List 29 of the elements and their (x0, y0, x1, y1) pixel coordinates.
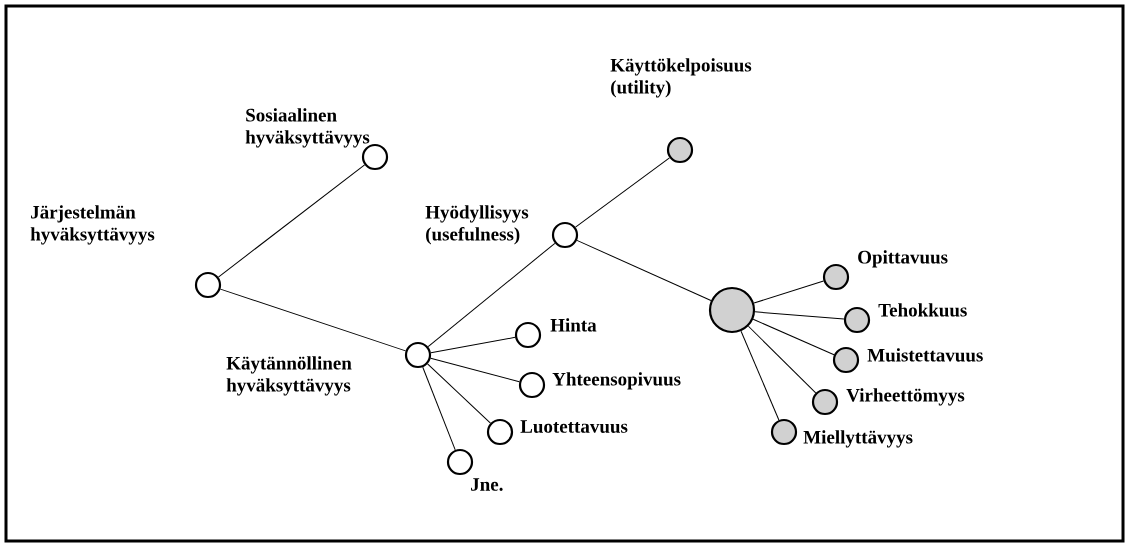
connector-line (427, 363, 491, 424)
connector-line (575, 157, 670, 228)
node-label: Luotettavuus (520, 420, 628, 433)
node-label: Hinta (550, 318, 597, 332)
node-label: Järjestelmän hyväksyttävyys (30, 205, 155, 245)
connector-line (747, 325, 817, 394)
connector-line (754, 311, 845, 320)
connector-line (427, 242, 556, 348)
connector-line (430, 357, 520, 383)
circle-node (708, 286, 756, 334)
connector-line (752, 318, 835, 356)
node-label: Miellyttävyys (803, 430, 913, 448)
connector-line (219, 288, 407, 352)
node-label: Tehokkuus (878, 303, 967, 317)
connector-line (422, 366, 456, 451)
node-label: Muistettavuus (867, 348, 983, 362)
node-label: Opittavuus (858, 250, 948, 268)
node-label: Hyödyllisyys (usefulness) (425, 205, 529, 245)
node-label: Virheettömyys (846, 388, 965, 406)
node-label: Jne. (471, 478, 503, 491)
connector-line (576, 239, 712, 302)
node-label: Käytännöllinen hyväksyttävyys (226, 356, 352, 396)
node-label: Käyttökelpoisuus (utility) (610, 58, 752, 98)
connector-line (753, 280, 825, 304)
connector-line (430, 336, 516, 354)
connector-line (217, 164, 366, 278)
node-label: Sosiaalinen hyväksyttävyys (245, 108, 370, 148)
node-label: Yhteensopivuus (552, 372, 681, 390)
connector-line (740, 330, 780, 421)
